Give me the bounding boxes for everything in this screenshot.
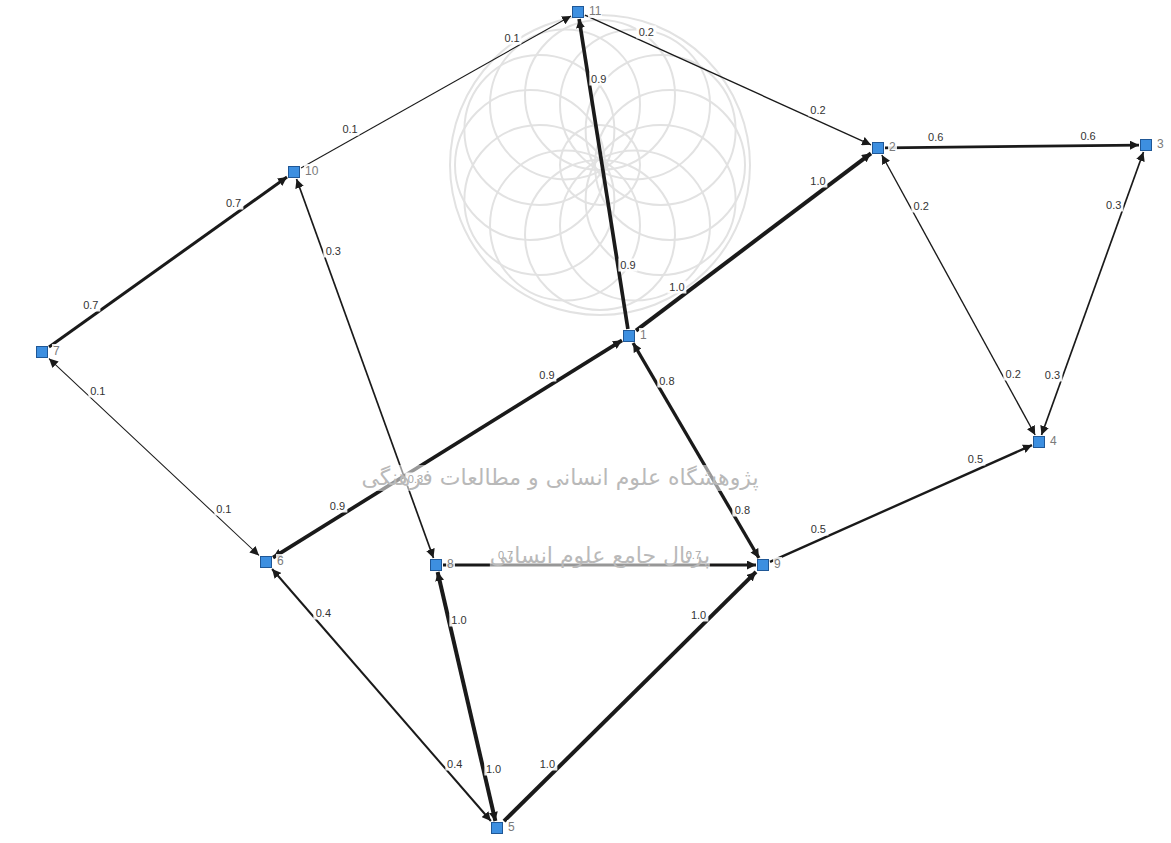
edge-weight: 0.1 [214, 502, 233, 515]
weighted-arrow [504, 572, 756, 821]
edge-weight: 0.2 [637, 25, 656, 38]
weighted-arrow [272, 569, 491, 821]
node-square: 2 [872, 142, 884, 154]
weighted-arrow [770, 445, 1032, 562]
edge-weight: 0.3 [324, 245, 343, 258]
node-number: 3 [1156, 137, 1165, 151]
rosette-core [560, 125, 640, 205]
watermark-text: پرتال جامع علوم انسانی [490, 543, 710, 569]
node-square: 5 [491, 822, 503, 834]
edge-weight: 0.2 [1004, 368, 1023, 381]
rosette-petal [490, 29, 640, 179]
node-number: 9 [773, 557, 782, 571]
edge-weight: 0.1 [502, 31, 521, 44]
edge-weight: 0.1 [340, 122, 359, 135]
weighted-arrow [438, 572, 496, 821]
node-square: 9 [757, 559, 769, 571]
node-square: 6 [260, 556, 272, 568]
node-number: 4 [1049, 434, 1058, 448]
edge-weight: 1.0 [484, 762, 503, 775]
weighted-arrow [1042, 152, 1144, 435]
node-number: 10 [304, 164, 319, 178]
edge-weight: 0.6 [926, 131, 945, 144]
rosette-petal [490, 151, 640, 301]
rosette-ornament [450, 15, 750, 315]
edge-weight: 1.0 [808, 174, 827, 187]
edge-weight: 1.0 [667, 281, 686, 294]
node-number: 6 [276, 554, 285, 568]
edge-weight: 0.2 [808, 103, 827, 116]
rosette-petal [464, 125, 614, 275]
node-number: 2 [888, 140, 897, 154]
edge-weight: 0.5 [966, 453, 985, 466]
weighted-arrow [585, 15, 871, 145]
edge-weight: 0.9 [537, 369, 556, 382]
edge-weight: 1.0 [538, 758, 557, 771]
edge-weight: 0.4 [445, 758, 464, 771]
edge-weight: 0.8 [733, 503, 752, 516]
edge-weight: 0.8 [657, 374, 676, 387]
node-square: 8 [430, 559, 442, 571]
node-square: 10 [288, 166, 300, 178]
rosette-ring [450, 15, 750, 315]
edge-weight: 0.9 [589, 73, 608, 86]
edge-weight: 0.5 [809, 523, 828, 536]
weighted-arrow [885, 145, 1139, 148]
edge-weight: 0.9 [618, 259, 637, 272]
weighted-arrow [882, 155, 1035, 435]
rosette-petal [464, 55, 614, 205]
edge-weight: 0.7 [224, 196, 243, 209]
edge-weight: 0.4 [314, 606, 333, 619]
edge-weight: 0.6 [1078, 129, 1097, 142]
edge-weight: 0.3 [1104, 199, 1123, 212]
weighted-arrow [49, 359, 259, 556]
weighted-arrow [273, 340, 622, 557]
edge-weight: 0.2 [912, 200, 931, 213]
watermark-text: پژوهشگاه علوم انسانی و مطالعات فرهنگی [361, 465, 758, 491]
node-number: 7 [52, 344, 61, 358]
rosette-petal [455, 90, 605, 240]
node-number: 11 [588, 4, 602, 18]
rosette-petal [560, 151, 710, 301]
node-number: 5 [507, 820, 516, 834]
edge-weight: 0.1 [88, 384, 107, 397]
rosette-petal [525, 160, 675, 310]
edge-weight: 1.0 [449, 613, 468, 626]
node-square: 7 [36, 346, 48, 358]
node-square: 11 [572, 6, 584, 18]
node-square: 4 [1033, 436, 1045, 448]
edge-weight: 0.3 [1043, 369, 1062, 382]
edge-weight: 0.7 [81, 298, 100, 311]
weighted-arrow [579, 19, 628, 329]
node-square: 1 [623, 330, 635, 342]
edge-weight: 1.0 [689, 608, 708, 621]
rosette-petal [595, 90, 745, 240]
node-number: 8 [446, 557, 455, 571]
weighted-arrow [49, 177, 287, 347]
rosette-petal [586, 55, 736, 205]
weighted-arrow [636, 153, 871, 330]
node-square: 3 [1140, 139, 1152, 151]
node-number: 1 [639, 328, 648, 342]
edge-weight: 0.9 [328, 499, 347, 512]
weighted-arrow [633, 343, 759, 558]
weighted-arrow [301, 16, 571, 168]
